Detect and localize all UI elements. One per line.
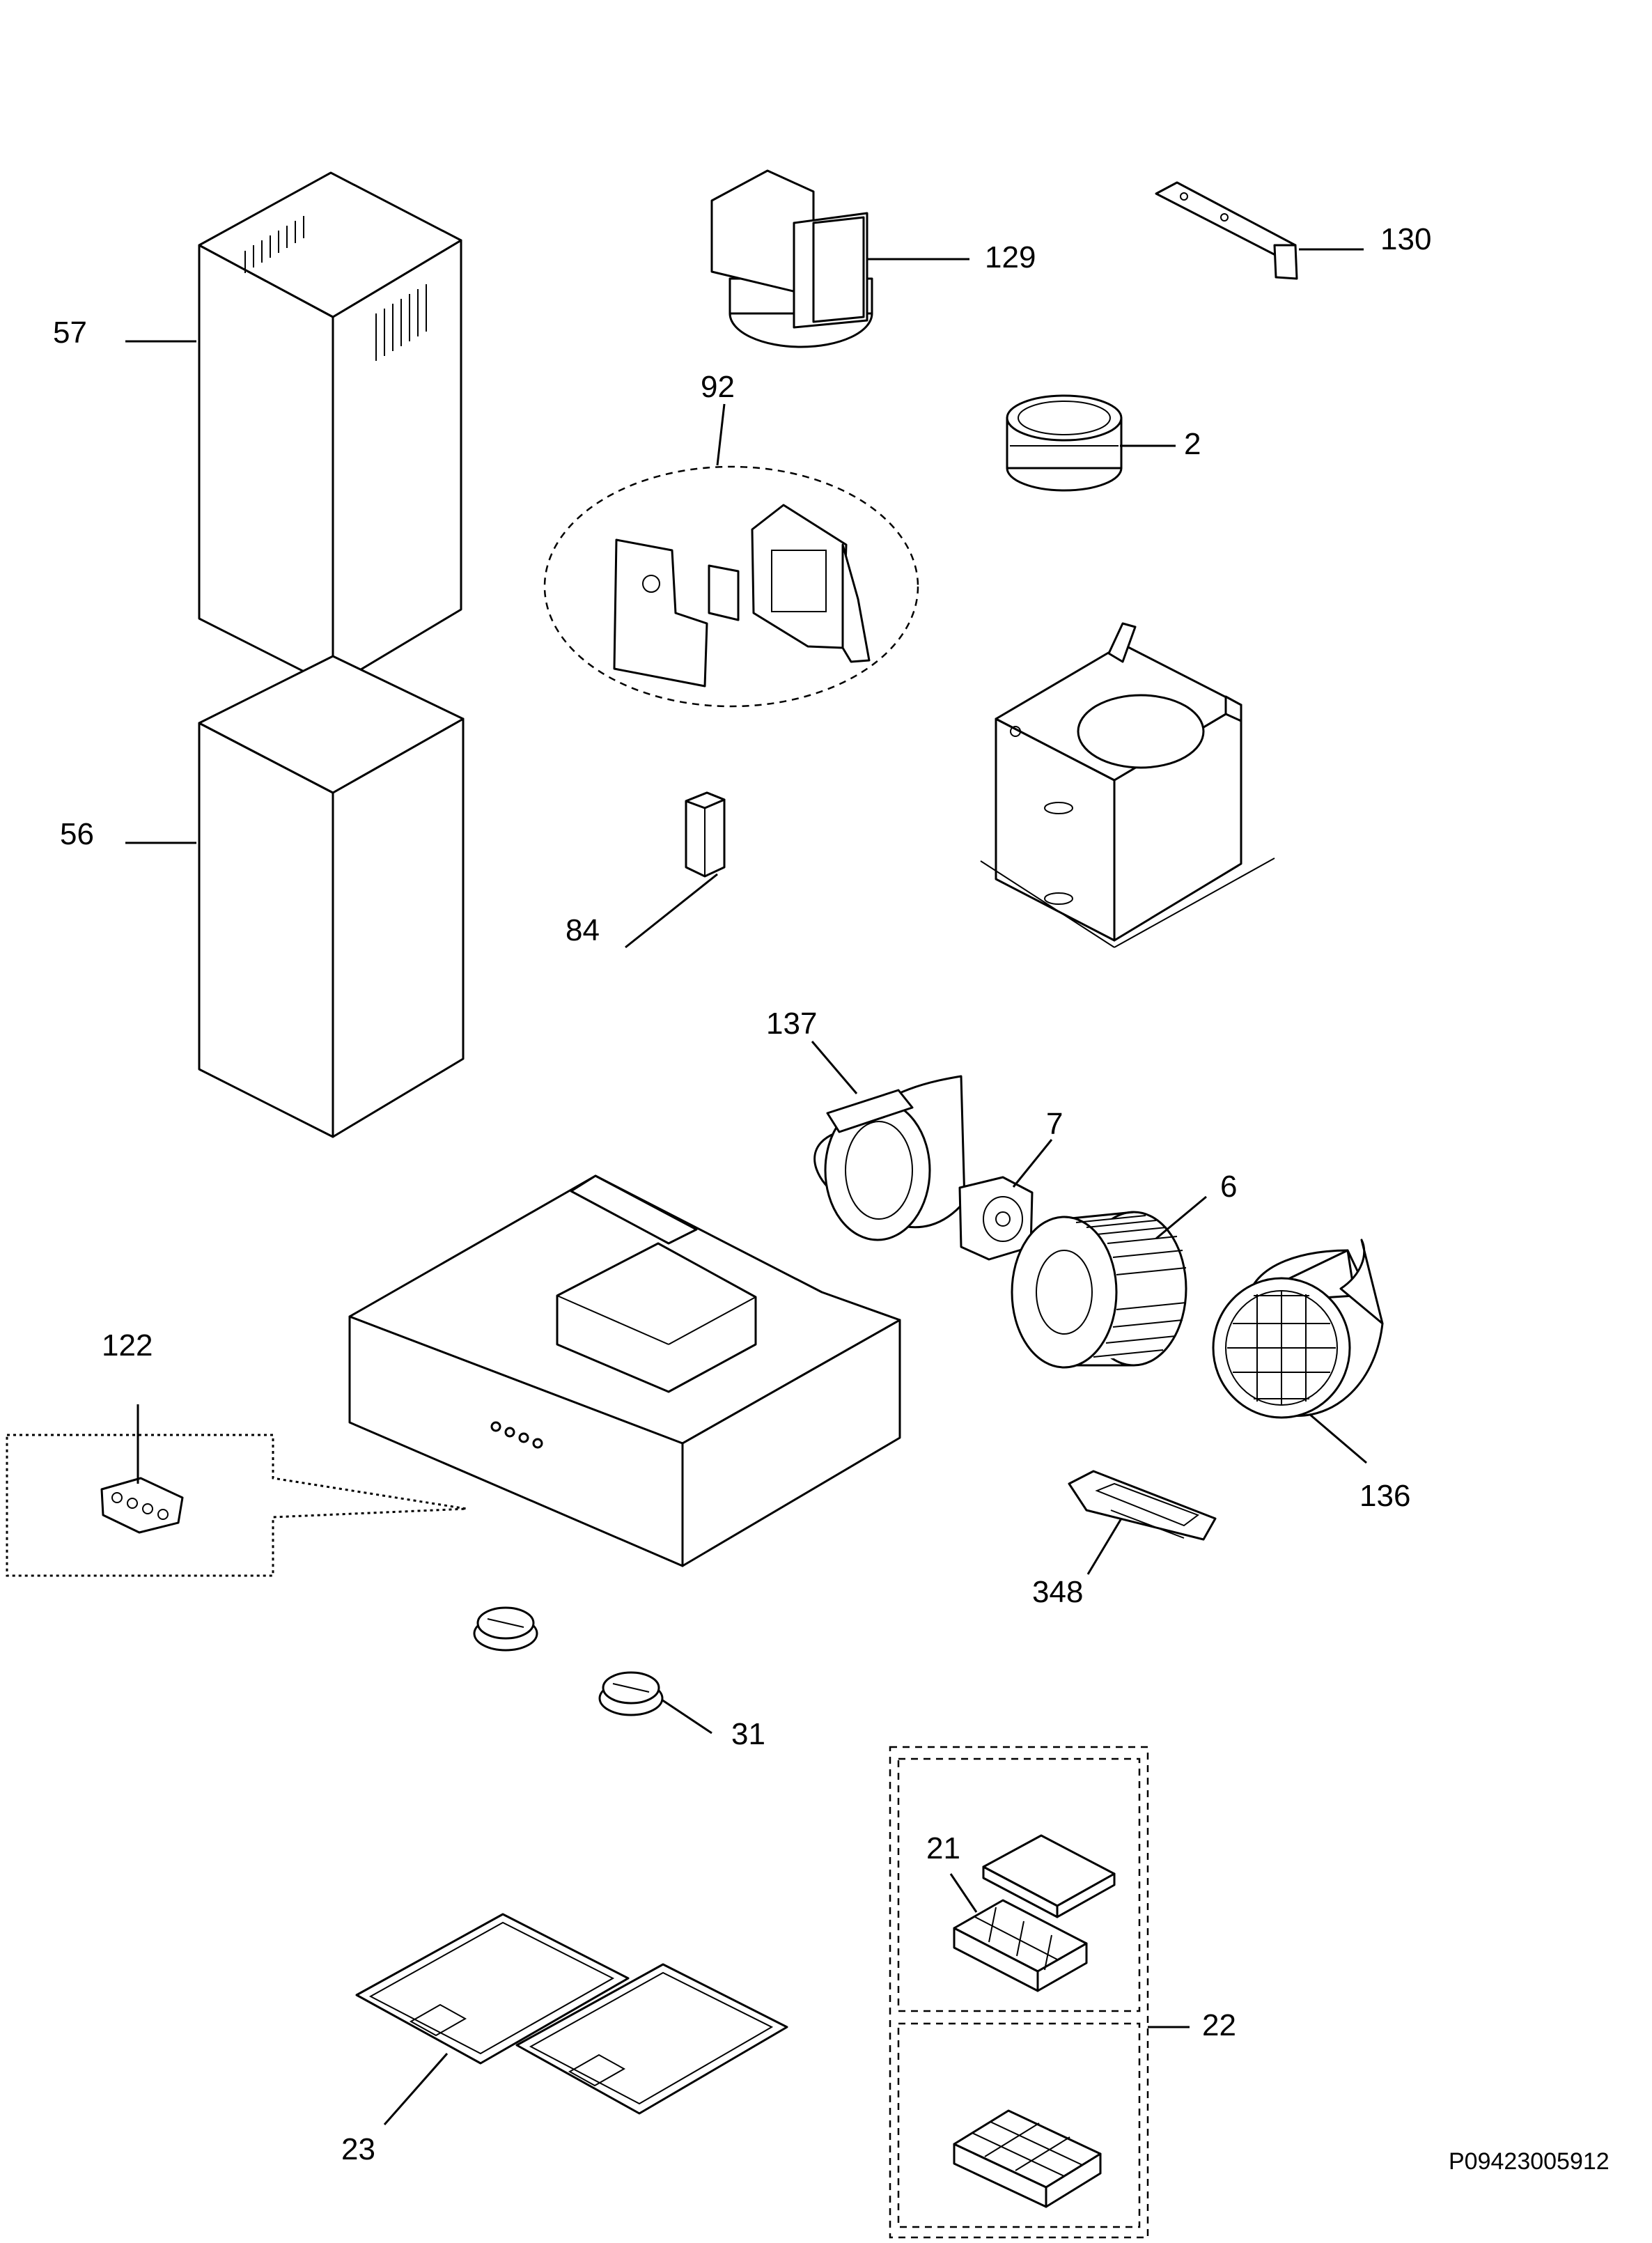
leader-84 (625, 873, 718, 949)
leader-7 (1012, 1139, 1053, 1188)
leader-23 (383, 2053, 449, 2125)
detail-122-outline (6, 1434, 467, 1577)
callout-136: 136 (1359, 1479, 1410, 1513)
leader-348 (1086, 1518, 1123, 1575)
kit-22-outline (889, 1746, 1149, 2239)
part-129-duct-adapter (710, 169, 873, 348)
callout-122: 122 (102, 1328, 153, 1363)
part-130-mounting-bracket (1155, 181, 1298, 280)
part-21-filter-frame (953, 1899, 1088, 1992)
part-motor-housing (980, 622, 1275, 948)
leader-21 (949, 1873, 978, 1913)
callout-348: 348 (1032, 1575, 1083, 1609)
callout-6: 6 (1220, 1170, 1237, 1204)
callout-130: 130 (1380, 222, 1431, 256)
kit-92-outline (543, 465, 919, 708)
part-carbon-filter-grid (953, 2109, 1102, 2208)
callout-2: 2 (1184, 427, 1201, 461)
part-23-grease-filter-a (355, 1913, 630, 2065)
callout-31: 31 (731, 1717, 765, 1751)
callout-23: 23 (341, 2132, 375, 2166)
part-carbon-pad (982, 1834, 1116, 1918)
part-23-grease-filter-b (515, 1963, 788, 2115)
part-92-control-box-kit (613, 504, 871, 688)
part-84-capacitor (685, 791, 726, 878)
part-57-upper-chimney (198, 171, 462, 688)
callout-92: 92 (701, 370, 735, 404)
part-31-knob-b (598, 1671, 664, 1716)
callout-137: 137 (766, 1007, 817, 1041)
callout-56: 56 (60, 817, 94, 851)
leader-6 (1155, 1195, 1207, 1240)
callout-84: 84 (566, 913, 600, 947)
leader-31 (661, 1698, 712, 1734)
part-hood-body (348, 1174, 901, 1567)
part-56-lower-chimney (198, 655, 465, 1138)
callout-129: 129 (985, 240, 1036, 274)
part-122-control-panel (100, 1477, 184, 1534)
part-6-impeller (1011, 1211, 1187, 1369)
callout-7: 7 (1046, 1107, 1063, 1141)
part-136-fan-housing (1212, 1239, 1384, 1419)
part-137-fan-casing (813, 1075, 966, 1241)
part-2-duct-ring (1006, 394, 1123, 492)
part-348-led-lamp (1068, 1470, 1217, 1541)
leader-136 (1309, 1413, 1367, 1464)
callout-57: 57 (53, 316, 87, 350)
leader-92 (716, 403, 726, 466)
callout-21: 21 (926, 1831, 960, 1865)
leader-137 (811, 1041, 858, 1094)
part-31-knob-a (473, 1606, 538, 1652)
drawing-code: P09423005912 (1449, 2148, 1610, 2175)
callout-22: 22 (1202, 2008, 1236, 2042)
